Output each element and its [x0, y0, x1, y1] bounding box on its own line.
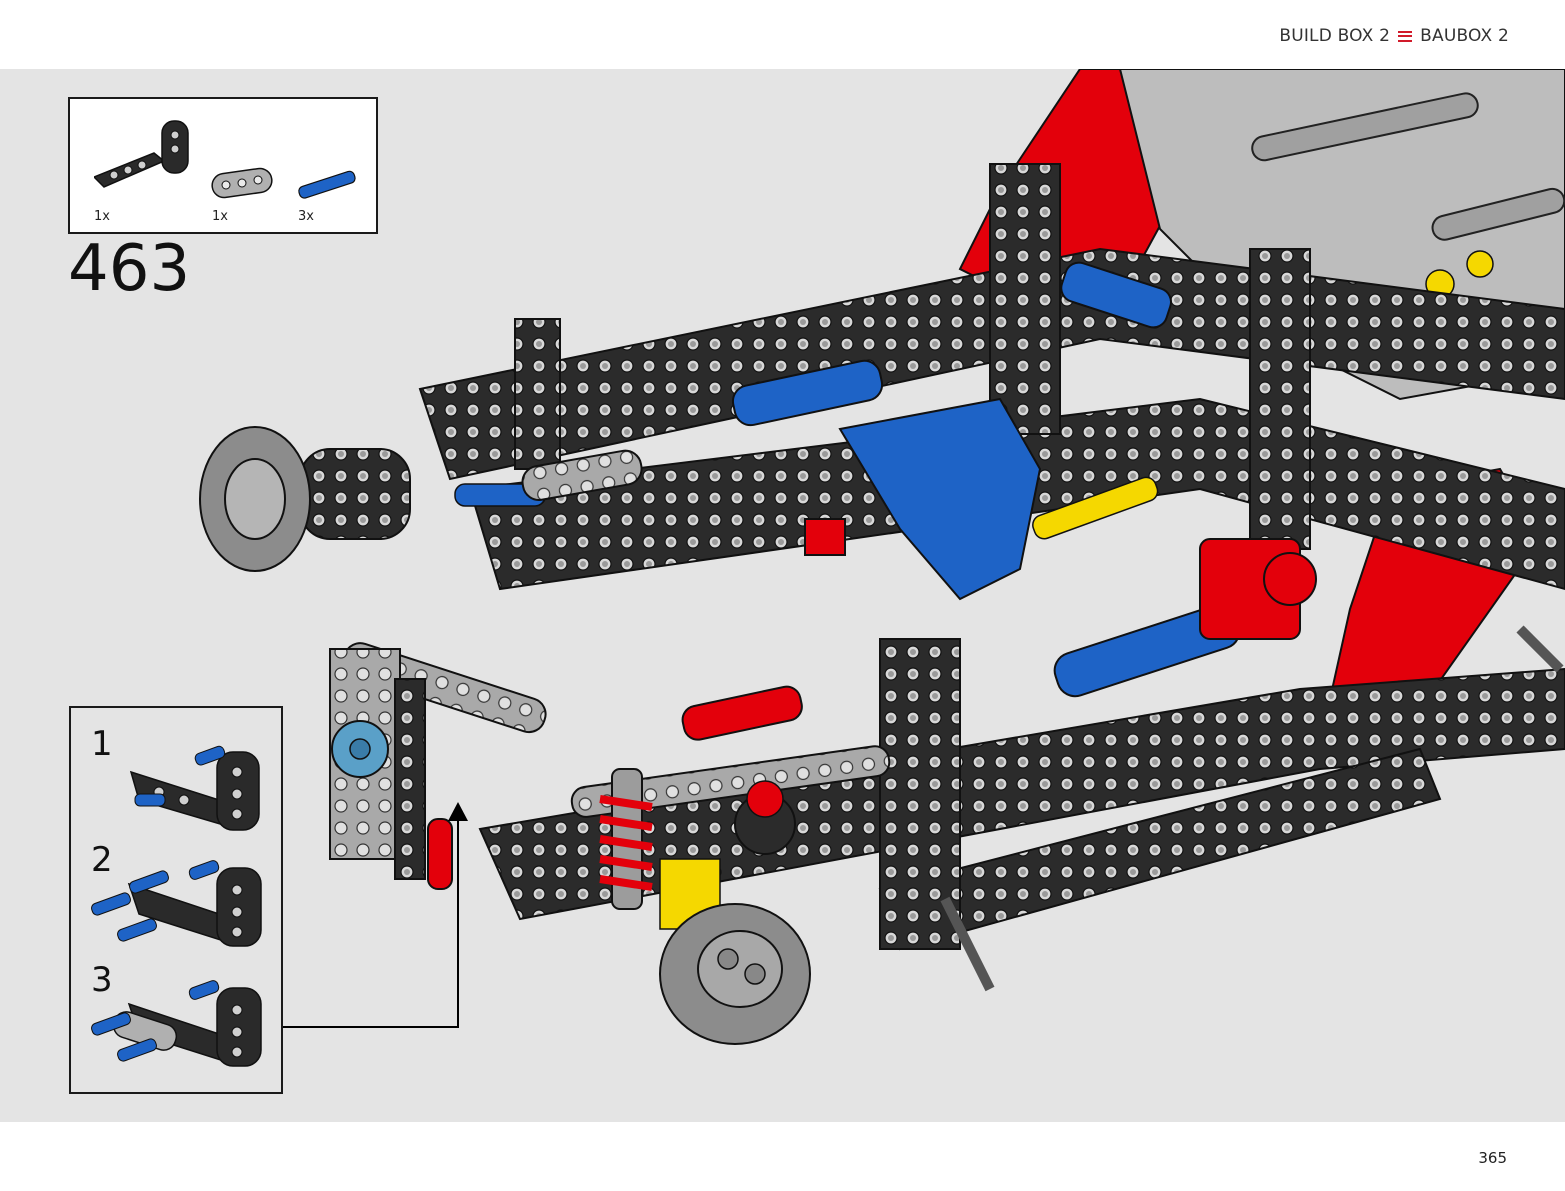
- grey-beam-3-qty: 1x: [212, 209, 228, 224]
- build-box-label: BUILD BOX 2 BAUBOX 2: [1279, 26, 1509, 46]
- black-l-beam-qty: 1x: [94, 209, 110, 224]
- grey-beam-3-part: [210, 167, 276, 201]
- substep-3-number: 3: [91, 960, 113, 1000]
- substep-1-number: 1: [91, 724, 113, 764]
- car-chassis-illustration: [199, 69, 1565, 1045]
- page-footer: 365: [0, 1122, 1565, 1191]
- substep-1-illustration: [129, 745, 260, 831]
- substep-3-illustration: [91, 980, 262, 1067]
- substep-2-number: 2: [91, 840, 113, 880]
- blue-axle-pin-qty: 3x: [298, 209, 314, 224]
- substep-2-illustration: [91, 860, 262, 947]
- page-header: BUILD BOX 2 BAUBOX 2: [0, 0, 1565, 69]
- baubox-text: BAUBOX 2: [1420, 26, 1509, 46]
- menu-icon: [1398, 30, 1413, 42]
- instruction-stage: 1x 1x 3x 463 1 2 3: [0, 69, 1565, 1122]
- blue-axle-pin-part: [296, 167, 360, 201]
- black-l-beam-part: [94, 117, 194, 197]
- callout-connector-line: [283, 1026, 459, 1028]
- parts-list: 1x 1x 3x: [68, 97, 378, 234]
- page-number: 365: [1478, 1149, 1507, 1167]
- build-box-text: BUILD BOX 2: [1279, 26, 1391, 46]
- substep-callout: 1 2 3: [69, 706, 283, 1094]
- step-number: 463: [68, 232, 191, 306]
